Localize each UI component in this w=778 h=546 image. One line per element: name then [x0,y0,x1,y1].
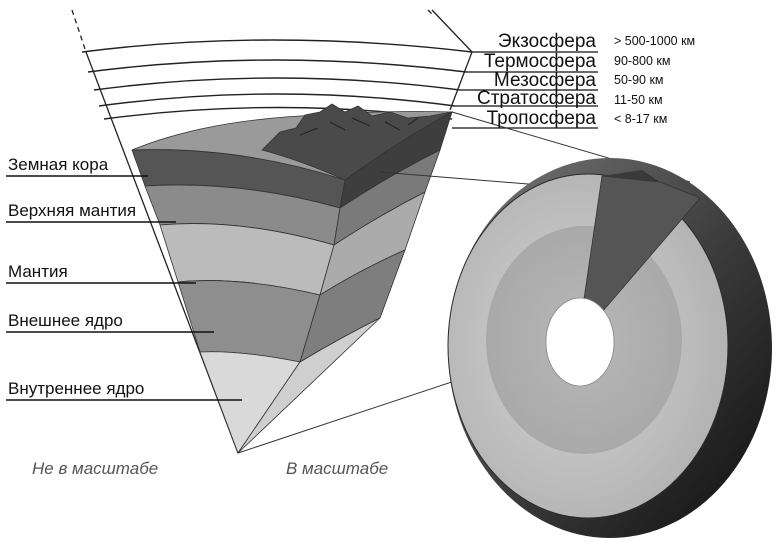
layer-label-mantle: Мантия [8,262,68,281]
atmosphere-range-thermosphere: 90-800 км [614,54,671,68]
atmosphere-pointer-lines [452,51,598,129]
inner-core-layer-right [237,317,381,454]
atmosphere-label-mesosphere: Мезосфера [493,70,596,91]
layer-label-outer-core: Внешнее ядро [8,311,123,330]
mesosphere-arc [93,77,461,91]
atmosphere-label-stratosphere: Стратосфера [476,88,596,109]
mountain-relief [261,103,453,181]
atmosphere-label-troposphere: Тропосфера [486,108,596,129]
layer-label-crust: Земная кора [8,155,109,174]
layer-label-lines [6,175,242,401]
outer-core-layer-left [177,280,321,363]
wedge-extension-lines [71,9,473,53]
atmosphere-range-troposphere: < 8-17 км [614,112,668,126]
atmosphere-arcs [81,39,473,120]
atmosphere-range-stratosphere: 11-50 км [614,93,663,107]
wedge-right-face [237,111,453,454]
caption-to-scale: В масштабе [286,459,389,478]
wedge-left-face [131,149,346,454]
sphere-inner-core [545,297,615,387]
atmosphere-range-exosphere: > 500-1000 км [614,34,696,48]
exosphere-arc [81,39,473,53]
thermosphere-arc [87,59,467,73]
atmosphere-label-thermosphere: Термосфера [483,51,596,72]
atmosphere-label-exosphere: Экзосфера [497,31,596,52]
layer-label-upper-mantle: Верхняя мантия [8,201,137,220]
stratosphere-arc [98,93,456,107]
caption-not-to-scale: Не в масштабе [32,459,159,478]
atmosphere-range-mesosphere: 50-90 км [614,73,664,87]
earth-sphere-cutaway [447,158,772,538]
layer-label-inner-core: Внутреннее ядро [8,379,145,398]
